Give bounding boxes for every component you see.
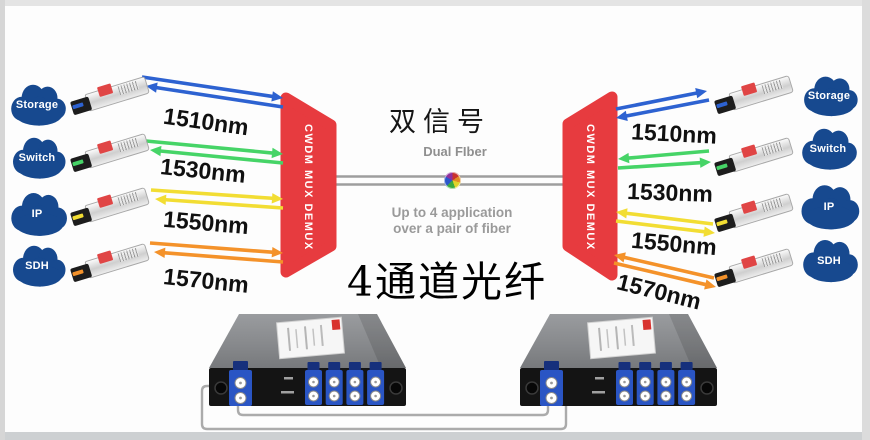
cloud-label: IP xyxy=(823,201,835,214)
dual-signal-title-cn: 双信号 xyxy=(389,107,491,138)
cloud-label: IP xyxy=(31,208,43,220)
fiber-ball-icon xyxy=(444,172,461,189)
dual-fiber-subtitle: Dual FIber xyxy=(423,144,487,159)
cloud-ip-right: IP xyxy=(796,180,862,232)
sfp-connector xyxy=(69,263,93,283)
cloud-ip-left: IP xyxy=(6,188,68,238)
cloud-label: SDH xyxy=(817,255,841,267)
cloud-storage-right: Storage xyxy=(799,72,859,118)
cloud-label: Switch xyxy=(809,142,847,155)
cloud-label: Storage xyxy=(807,89,851,102)
note-line2: over a pair of fiber xyxy=(393,221,511,236)
cloud-switch-left: Switch xyxy=(8,133,66,181)
cloud-switch-right: Switch xyxy=(797,124,859,172)
sfp-connector xyxy=(713,95,737,115)
wavelength-arrows xyxy=(141,75,716,290)
cloud-sdh-left: SDH xyxy=(8,241,66,289)
note-line1: Up to 4 application xyxy=(391,205,513,220)
left-mux-label: CWDM MUX DEMUX xyxy=(302,123,314,251)
cloud-storage-left: Storage xyxy=(6,80,68,128)
right-cassette xyxy=(519,313,718,407)
right-mux-trapezoid xyxy=(562,91,618,281)
right-mux-label: CWDM MUX DEMUX xyxy=(584,123,596,251)
sfp-connector xyxy=(713,268,737,288)
sfp-connector xyxy=(69,153,93,173)
cloud-label: Switch xyxy=(18,151,56,164)
left-cassette xyxy=(208,313,407,407)
wavelength-label-right-1530: 1530nm xyxy=(626,178,714,207)
cloud-sdh-right: SDH xyxy=(798,235,860,285)
sfp-connector xyxy=(69,207,93,227)
sfp-connector xyxy=(69,96,93,116)
sfp-connector xyxy=(713,213,737,233)
wavelength-label-right-1510: 1510nm xyxy=(630,118,718,149)
four-channel-fiber-title-cn: 4通道光纤 xyxy=(346,258,548,306)
cloud-label: Storage xyxy=(15,98,59,111)
sfp-connector xyxy=(713,157,737,177)
left-mux-trapezoid xyxy=(280,92,337,278)
cloud-label: SDH xyxy=(25,259,49,272)
